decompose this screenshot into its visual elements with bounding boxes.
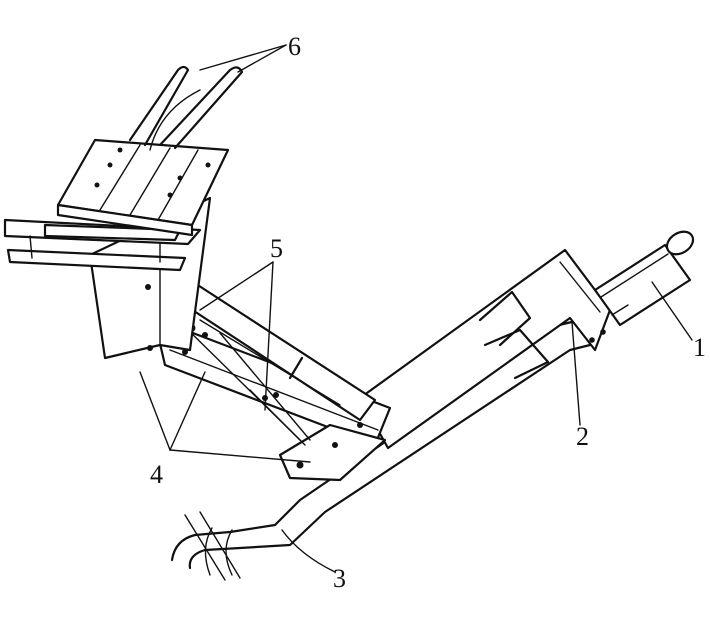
label-2: 2 [576,422,589,451]
leader-lines [139,44,693,573]
label-3: 3 [333,564,346,593]
frame-rail [170,318,592,581]
label-6: 6 [288,32,301,61]
mount-plate-lower [156,328,392,447]
label-4: 4 [150,460,163,489]
label-5: 5 [270,234,283,263]
hydraulic-cylinder [593,230,695,327]
handles [128,65,244,151]
mount-plate-bracket [278,423,387,482]
top-block [56,138,230,237]
boom-arm [358,248,612,450]
part-labels: 1 2 3 4 5 6 [150,32,706,593]
label-1: 1 [693,333,706,362]
